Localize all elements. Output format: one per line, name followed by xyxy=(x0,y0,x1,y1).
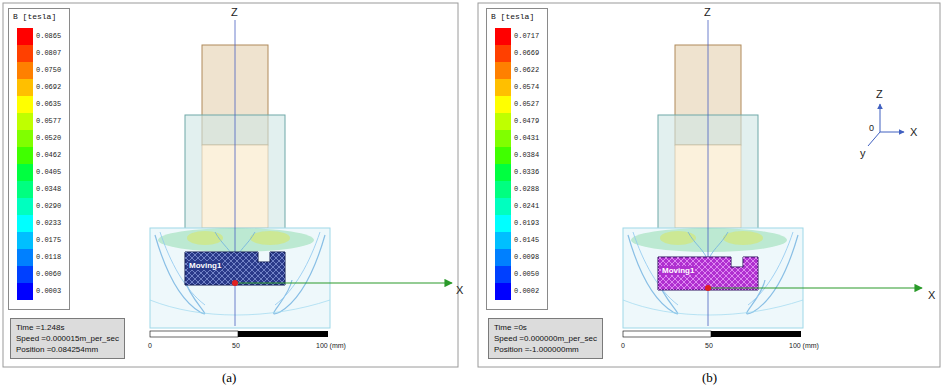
legend-value: 0.0635 xyxy=(36,101,61,108)
part-label: Moving1 xyxy=(188,261,222,270)
axis-label: X xyxy=(456,285,463,296)
legend-value: 0.0807 xyxy=(36,50,61,57)
axis-label: X xyxy=(928,290,935,301)
legend-value: 0.0175 xyxy=(36,237,61,244)
legend-value: 0.0669 xyxy=(514,50,539,57)
color-swatch xyxy=(495,181,511,198)
scale-label: 50 xyxy=(705,342,713,349)
color-swatch xyxy=(17,147,33,164)
legend-value: 0.0865 xyxy=(36,33,61,40)
color-swatch xyxy=(495,215,511,232)
panel-caption: (b) xyxy=(702,371,717,384)
axis-label: Z xyxy=(231,7,238,18)
color-swatch xyxy=(17,62,33,79)
legend-value: 0.0118 xyxy=(36,254,61,261)
legend-value: 0.0098 xyxy=(514,254,539,261)
color-swatch xyxy=(495,96,511,113)
legend-title: B [tesla] xyxy=(491,12,543,21)
color-swatch xyxy=(495,164,511,181)
legend-value: 0.0622 xyxy=(514,67,539,74)
color-swatch xyxy=(17,232,33,249)
info-line: Position =-1.000000mm xyxy=(494,344,597,355)
color-swatch xyxy=(17,215,33,232)
info-line: Speed =0.000000m_per_sec xyxy=(494,333,597,344)
legend-value: 0.0462 xyxy=(36,152,61,159)
color-swatch xyxy=(17,249,33,266)
color-swatch xyxy=(495,28,511,45)
scale-label: 0 xyxy=(621,342,625,349)
color-swatch xyxy=(495,79,511,96)
legend-value: 0.0002 xyxy=(514,288,539,295)
moving-part: Moving1 xyxy=(185,252,285,285)
axis-label: Z xyxy=(704,7,711,18)
legend-value: 0.0692 xyxy=(36,84,61,91)
legend-value: 0.0750 xyxy=(36,67,61,74)
legend-value: 0.0384 xyxy=(514,152,539,159)
info-line: Time =0s xyxy=(494,322,597,333)
scale-label: 100 (mm) xyxy=(316,342,346,349)
axis-label: X xyxy=(910,127,917,138)
color-swatch xyxy=(495,283,511,300)
panel-caption: (a) xyxy=(222,371,236,384)
axis-label: Z xyxy=(876,89,883,100)
info-line: Position =0.084254mm xyxy=(16,344,119,355)
axis-label: 0 xyxy=(869,124,874,133)
moving-part: Moving1 xyxy=(658,257,758,290)
legend-value: 0.0003 xyxy=(36,288,61,295)
legend-value: 0.0577 xyxy=(36,118,61,125)
color-swatch xyxy=(17,96,33,113)
color-swatch xyxy=(17,28,33,45)
color-swatch xyxy=(495,249,511,266)
legend-value: 0.0348 xyxy=(36,186,61,193)
legend-value: 0.0060 xyxy=(36,271,61,278)
color-swatch xyxy=(17,283,33,300)
legend-value: 0.0405 xyxy=(36,169,61,176)
axis-label: y xyxy=(860,148,866,159)
color-swatch xyxy=(495,130,511,147)
color-swatch xyxy=(17,45,33,62)
scale-label: 100 (mm) xyxy=(789,342,819,349)
info-line: Time =1.248s xyxy=(16,322,119,333)
legend-title: B [tesla] xyxy=(13,12,65,21)
legend-value: 0.0431 xyxy=(514,135,539,142)
color-swatch xyxy=(17,181,33,198)
color-swatch xyxy=(495,198,511,215)
color-swatch xyxy=(17,266,33,283)
legend-value: 0.0241 xyxy=(514,203,539,210)
scale-label: 0 xyxy=(148,342,152,349)
legend-value: 0.0336 xyxy=(514,169,539,176)
legend-value: 0.0527 xyxy=(514,101,539,108)
color-swatch xyxy=(17,79,33,96)
legend-value: 0.0050 xyxy=(514,271,539,278)
color-swatch xyxy=(495,232,511,249)
legend-value: 0.0145 xyxy=(514,237,539,244)
legend-value: 0.0290 xyxy=(36,203,61,210)
legend-value: 0.0288 xyxy=(514,186,539,193)
color-swatch xyxy=(17,113,33,130)
color-swatch xyxy=(495,62,511,79)
legend-value: 0.0574 xyxy=(514,84,539,91)
color-swatch xyxy=(495,113,511,130)
color-swatch xyxy=(17,164,33,181)
color-swatch xyxy=(495,45,511,62)
color-swatch xyxy=(495,147,511,164)
info-box: Time =1.248sSpeed =0.000015m_per_secPosi… xyxy=(10,318,125,359)
legend-value: 0.0479 xyxy=(514,118,539,125)
legend-value: 0.0233 xyxy=(36,220,61,227)
color-swatch xyxy=(17,198,33,215)
legend-value: 0.0193 xyxy=(514,220,539,227)
legend-value: 0.0520 xyxy=(36,135,61,142)
part-label: Moving1 xyxy=(661,266,695,275)
color-swatch xyxy=(495,266,511,283)
color-swatch xyxy=(17,130,33,147)
scale-label: 50 xyxy=(232,342,240,349)
info-box: Time =0sSpeed =0.000000m_per_secPosition… xyxy=(488,318,603,359)
info-line: Speed =0.000015m_per_sec xyxy=(16,333,119,344)
legend-value: 0.0717 xyxy=(514,33,539,40)
